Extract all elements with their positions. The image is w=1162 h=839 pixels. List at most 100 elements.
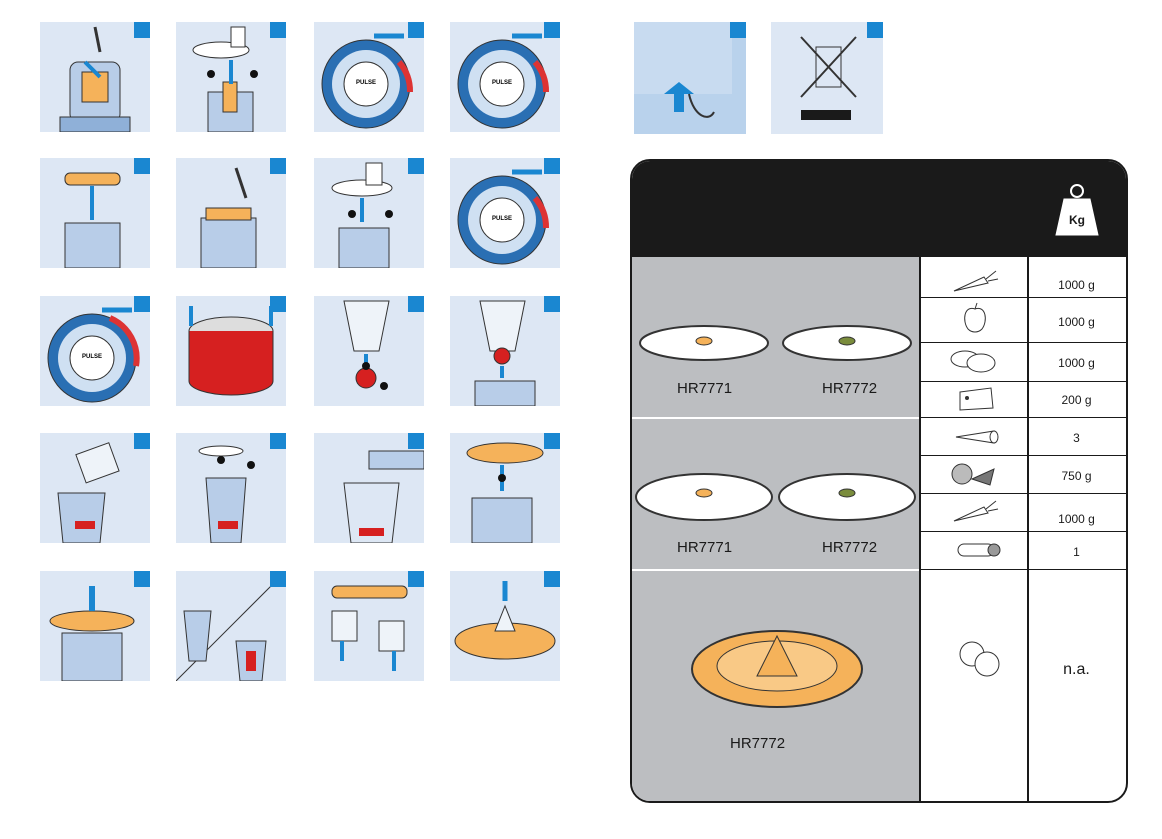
blender-lid-illustration [198,445,255,543]
slicing-discs-illustration [635,473,916,521]
onion-icon [951,463,995,486]
step-3: PULSE [314,22,424,132]
row-divider [921,493,1126,494]
pulse-label: PULSE [81,354,102,360]
step-5 [40,158,150,268]
step-2 [176,22,286,132]
citrus-icon [959,641,1000,677]
step-12 [450,296,560,406]
step-15 [314,433,424,543]
step-19 [314,571,424,681]
step-10 [176,296,286,406]
carrot-icon [953,500,999,522]
step-16 [450,433,560,543]
step-badge [408,433,424,449]
carrot-icon [953,270,999,292]
step-20 [450,571,560,681]
pressing-citrus-illustration [49,586,135,681]
quantity-cell: n.a. [1063,661,1090,678]
section-divider [632,569,919,571]
quantity-cell: 1000 g [1058,356,1095,370]
step-badge [134,571,150,587]
quantity-cell: 200 g [1061,393,1092,407]
step-badge [270,296,286,312]
step-badge [270,22,286,38]
step-8: PULSE [450,158,560,268]
step-badge [134,433,150,449]
step-4: PULSE [450,22,560,132]
blade-unit-illustration [188,306,274,396]
pouring-out-illustration [176,571,286,681]
quantity-cell: 3 [1073,431,1080,445]
weight-icon: Kg [1055,184,1099,236]
step-7 [314,158,424,268]
step-badge [544,158,560,174]
apple-icon [964,302,986,333]
step-badge [544,22,560,38]
step-badge [408,158,424,174]
citrus-press-illustration [691,630,863,708]
cheese-icon [959,387,994,411]
step-badge [408,571,424,587]
sausage-icon [957,543,1001,557]
step-badge [408,296,424,312]
food-processor-adding-food-illustration [59,26,131,132]
quantity-cell: 1000 g [1058,512,1095,526]
pouring-through-lid-illustration [343,450,424,543]
power-plug-icon [634,22,732,118]
cone-removal-illustration [454,581,556,660]
step-badge [544,433,560,449]
step-9: PULSE [40,296,150,406]
step-badge [544,296,560,312]
pulse-label: PULSE [355,80,376,86]
step-11 [314,296,424,406]
quantity-cell: 1 [1073,545,1080,559]
control-dial-illustration [457,169,550,265]
blender-jar-illustration [343,300,390,390]
step-14 [176,433,286,543]
table-header [632,161,1126,257]
control-dial-illustration [321,33,414,129]
step-badge [134,22,150,38]
step-17 [40,571,150,681]
column-divider [919,161,921,801]
whisk-insert-illustration [64,172,121,268]
model-label: HR7772 [822,539,878,556]
power-plug-block [634,22,746,134]
model-label: HR7771 [677,380,733,397]
blender-jar-illustration [474,300,536,406]
citrus-press-fitting-illustration [466,442,544,543]
row-divider [921,569,1126,570]
capacity-table: Kg HR7771 HR7772 HR7771 HR7772 HR7772 [630,159,1128,803]
weight-label: Kg [1069,213,1085,227]
step-badge [544,571,560,587]
row-divider [921,297,1126,298]
step-13 [40,433,150,543]
row-divider [921,455,1126,456]
crossed-bin-icon [800,36,857,120]
step-badge [134,158,150,174]
column-divider [1027,161,1029,801]
pulse-label: PULSE [491,80,512,86]
control-dial-illustration [457,33,550,129]
model-label: HR7772 [822,380,878,397]
row-divider [921,417,1126,418]
row-divider [921,531,1126,532]
step-badge [270,571,286,587]
quantity-cell: 750 g [1061,469,1092,483]
grating-discs-illustration [639,325,912,361]
step-badge [408,22,424,38]
adding-ingredient-illustration [200,167,257,268]
step-badge [270,158,286,174]
pouring-liquid-illustration [57,442,120,543]
pulse-label: PULSE [491,216,512,222]
row-divider [921,342,1126,343]
step-badge [730,22,746,38]
whisk-removal-illustration [331,585,408,671]
step-6 [176,158,286,268]
step-18 [176,571,286,681]
row-divider [921,381,1126,382]
step-badge [270,433,286,449]
step-badge [134,296,150,312]
step-1 [40,22,150,132]
